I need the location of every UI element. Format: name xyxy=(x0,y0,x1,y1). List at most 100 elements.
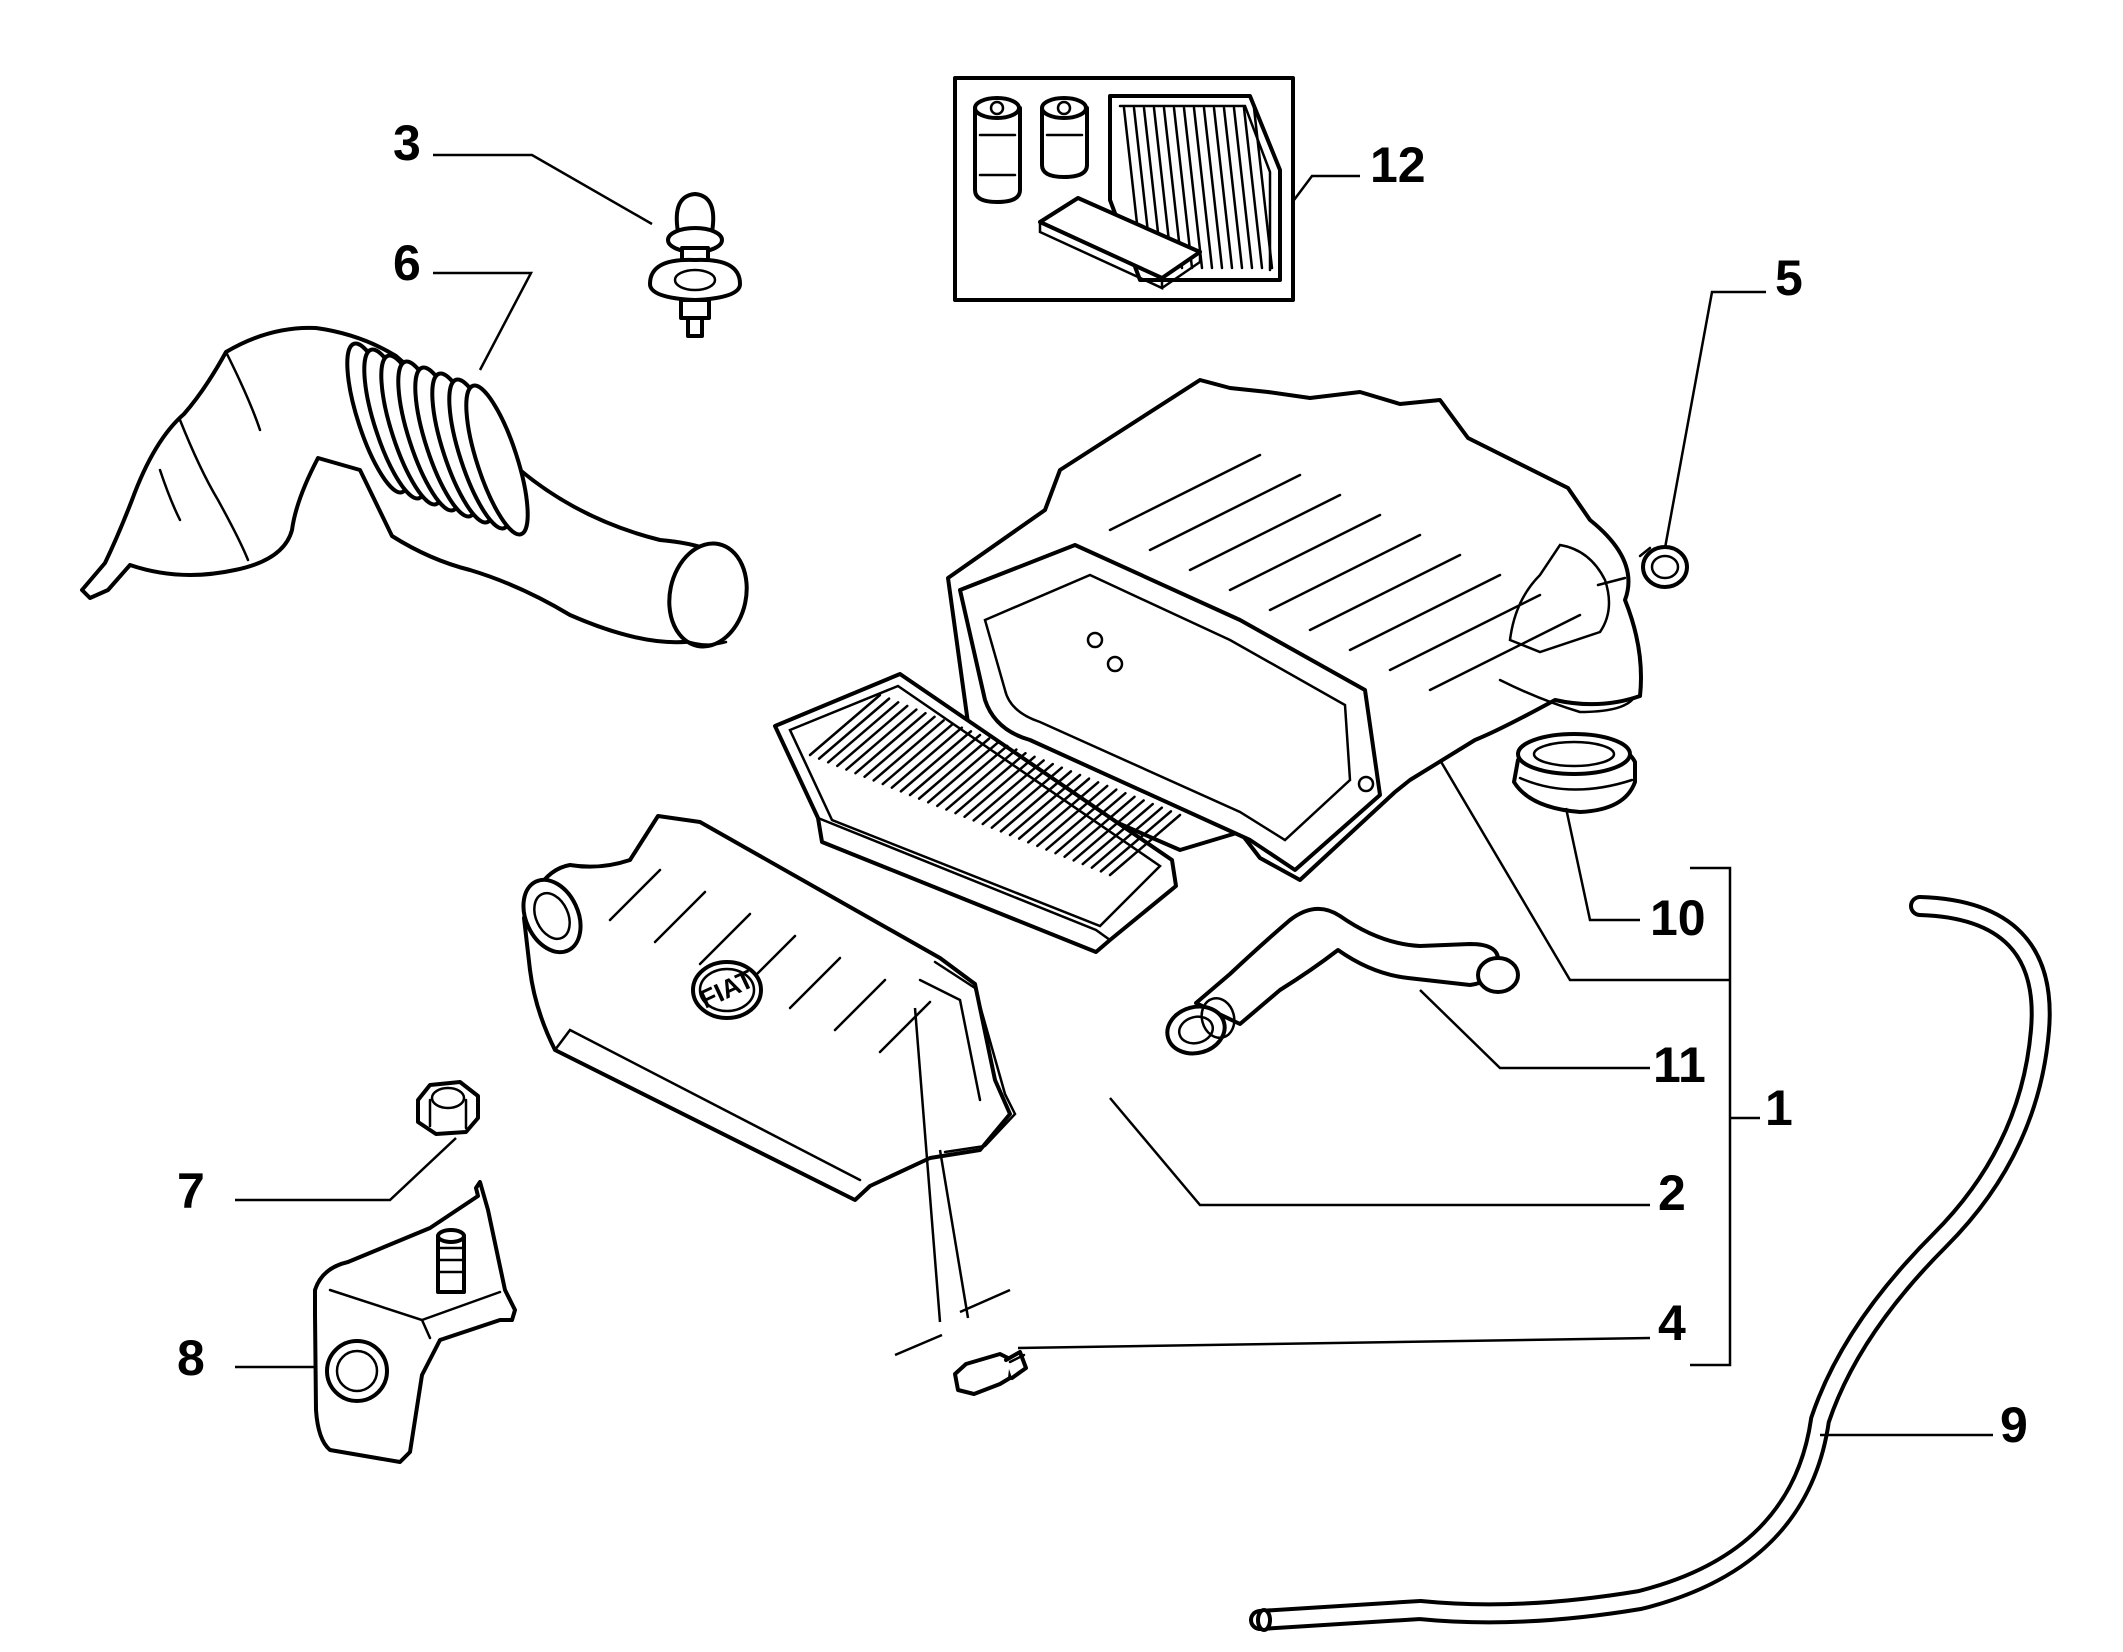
callout-1: 1 xyxy=(1765,1080,1793,1136)
detail-stroke xyxy=(833,978,887,1032)
detail-stroke xyxy=(972,759,1045,822)
detail-stroke xyxy=(1008,773,1082,837)
detail-stroke xyxy=(1063,795,1136,859)
detail-stroke xyxy=(1108,453,1262,532)
detail-stroke xyxy=(1232,106,1254,270)
callout-7: 7 xyxy=(177,1163,205,1219)
leader-2 xyxy=(1109,1097,1650,1207)
detail-stroke xyxy=(878,1000,932,1054)
callout-5: 5 xyxy=(1775,250,1803,306)
callout-2: 2 xyxy=(1658,1165,1686,1221)
detail-stroke xyxy=(1192,106,1214,270)
leader-6 xyxy=(433,271,534,371)
detail-stroke xyxy=(1045,788,1118,851)
detail-stroke xyxy=(608,868,662,922)
part-2-panel-air-filter xyxy=(773,672,1182,954)
detail-stroke xyxy=(1026,781,1100,844)
detail-stroke xyxy=(1188,493,1342,572)
part-6-intake-hose xyxy=(80,325,749,649)
detail-stroke xyxy=(981,762,1054,826)
detail-stroke xyxy=(1428,613,1582,692)
detail-stroke xyxy=(1081,802,1154,866)
callout-12: 12 xyxy=(1370,137,1426,193)
detail-stroke xyxy=(1099,810,1173,873)
cabin-filter-icon xyxy=(1038,196,1202,290)
part-7-nut xyxy=(416,1080,480,1136)
detail-stroke xyxy=(999,770,1073,833)
detail-stroke xyxy=(917,737,991,800)
detail-stroke xyxy=(653,890,707,944)
callout-3: 3 xyxy=(393,115,421,171)
detail-stroke xyxy=(936,744,1009,808)
fiat-logo-icon: FIAT xyxy=(691,960,763,1020)
detail-stroke xyxy=(1072,799,1145,862)
detail-stroke xyxy=(899,730,973,793)
bracket-1 xyxy=(1690,866,1732,1367)
callout-11: 11 xyxy=(1653,1037,1706,1093)
detail-stroke xyxy=(863,715,936,779)
detail-stroke xyxy=(1017,777,1091,840)
leader-5 xyxy=(1663,290,1766,549)
detail-stroke xyxy=(1108,813,1182,877)
detail-stroke xyxy=(845,708,918,771)
detail-stroke xyxy=(1228,513,1382,592)
callout-6: 6 xyxy=(393,235,421,291)
detail-stroke xyxy=(1148,473,1302,552)
leader-4 xyxy=(1017,1336,1651,1350)
detail-stroke xyxy=(1348,573,1502,652)
callout-4: 4 xyxy=(1658,1295,1686,1351)
part-11-small-hose xyxy=(1165,907,1520,1056)
detail-stroke xyxy=(817,697,891,760)
part-5-clip xyxy=(1638,545,1689,589)
detail-stroke xyxy=(1172,106,1194,270)
detail-stroke xyxy=(836,704,909,768)
part-8-bracket xyxy=(313,1180,517,1464)
detail-stroke xyxy=(963,755,1036,819)
callout-8: 8 xyxy=(177,1330,205,1386)
leader-11 xyxy=(1419,989,1650,1070)
detail-stroke xyxy=(881,722,954,786)
leader-3 xyxy=(433,153,653,226)
detail-stroke xyxy=(698,912,752,966)
callout-9: 9 xyxy=(2000,1397,2028,1453)
detail-stroke xyxy=(1182,106,1204,270)
detail-stroke xyxy=(890,726,964,789)
part-3-grommet xyxy=(648,192,742,338)
detail-stroke xyxy=(945,748,1018,811)
detail-stroke xyxy=(1388,593,1542,672)
leader-1-housing xyxy=(1438,759,1730,982)
part-10-seal-ring xyxy=(1512,732,1637,814)
detail-stroke xyxy=(1036,784,1109,848)
leader-12 xyxy=(1293,174,1360,201)
oil-filter-icon xyxy=(1040,96,1089,179)
detail-stroke xyxy=(1308,553,1462,632)
detail-stroke xyxy=(926,741,1000,804)
callout-10: 10 xyxy=(1650,890,1706,946)
detail-stroke xyxy=(1202,106,1224,270)
part-4-bolt xyxy=(894,1007,1028,1396)
bellows-ring xyxy=(464,383,530,537)
detail-stroke xyxy=(1242,106,1264,270)
detail-stroke xyxy=(788,956,842,1010)
detail-stroke xyxy=(826,701,900,764)
oil-filter-icon xyxy=(973,96,1022,204)
detail-stroke xyxy=(1090,806,1164,869)
detail-stroke xyxy=(954,751,1027,815)
part-1-lower-air-box: FIAT xyxy=(521,814,1017,1202)
detail-stroke xyxy=(990,766,1064,829)
detail-stroke xyxy=(1268,533,1422,612)
detail-stroke xyxy=(872,719,945,782)
leader-lines xyxy=(235,153,1993,1437)
callouts: 3 6 12 5 10 11 1 2 4 7 8 9 xyxy=(177,115,2028,1453)
leader-7 xyxy=(235,1137,457,1202)
detail-stroke xyxy=(1222,106,1244,270)
detail-stroke xyxy=(1212,106,1234,270)
detail-stroke xyxy=(854,711,927,775)
detail-stroke xyxy=(1054,791,1127,855)
detail-stroke xyxy=(808,693,882,757)
part-12-filter-kit xyxy=(953,76,1295,302)
leader-10 xyxy=(1564,807,1640,922)
detail-stroke xyxy=(1252,106,1274,270)
detail-stroke xyxy=(908,733,982,797)
